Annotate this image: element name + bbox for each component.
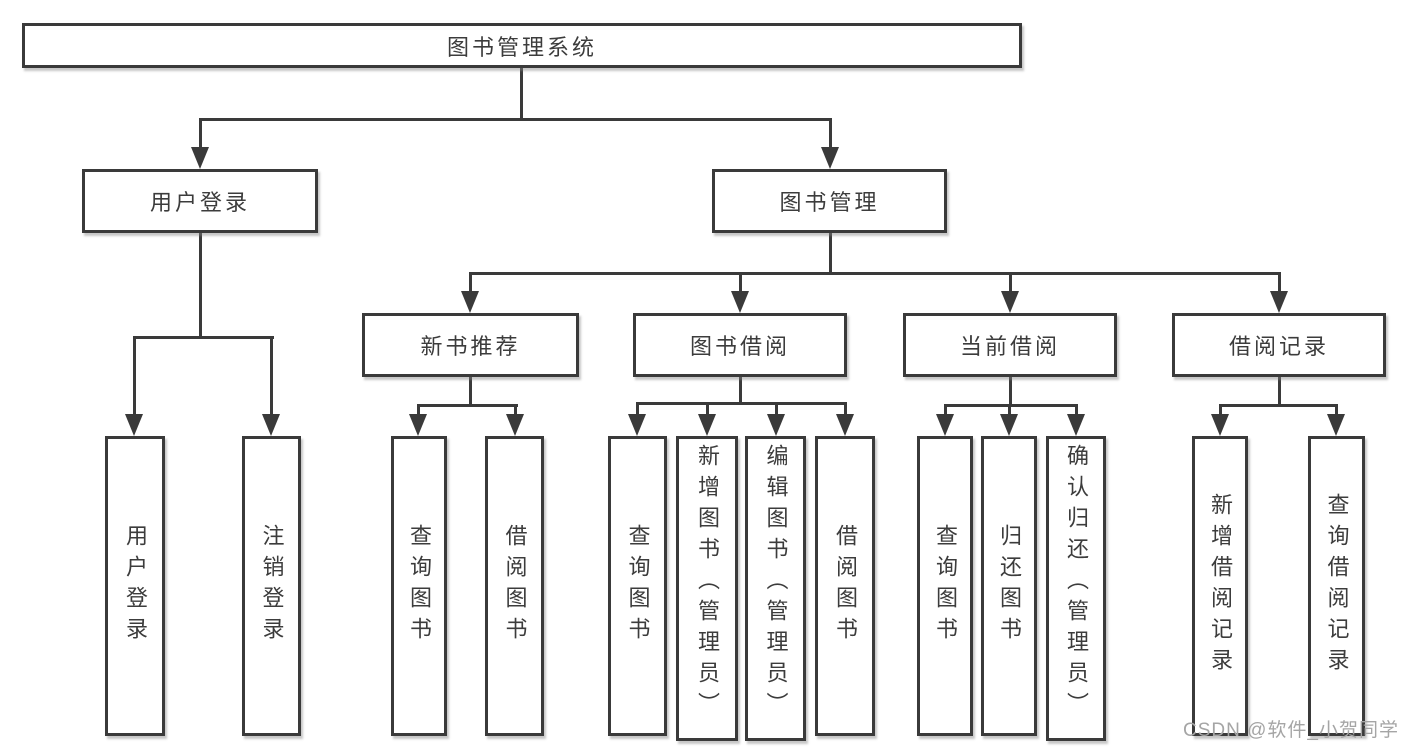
node-borrowing: 图书借阅 bbox=[633, 313, 847, 377]
connector-line bbox=[943, 403, 1078, 407]
arrow-down-icon bbox=[506, 414, 524, 436]
node-rec-add: 新增借阅记录 bbox=[1192, 436, 1248, 736]
csdn-watermark: CSDN @软件_小贺同学 bbox=[1183, 720, 1399, 741]
arrow-down-icon bbox=[262, 414, 280, 436]
node-bb-edit: 编辑图书（管理员） bbox=[745, 436, 806, 741]
node-user-login-label: 用户登录 bbox=[149, 190, 250, 215]
connector-line bbox=[635, 401, 639, 416]
node-new-books-label: 新书推荐 bbox=[420, 334, 521, 359]
arrow-down-icon bbox=[191, 147, 209, 169]
connector-line bbox=[513, 403, 517, 416]
node-nb-query-label: 查询图书 bbox=[407, 524, 432, 648]
arrow-down-icon bbox=[1270, 291, 1288, 313]
node-borrowing-label: 图书借阅 bbox=[689, 334, 790, 359]
connector-line bbox=[1277, 271, 1281, 294]
node-cur-query: 查询图书 bbox=[917, 436, 973, 736]
node-bb-add-label: 新增图书（管理员） bbox=[695, 444, 720, 723]
connector-line bbox=[468, 271, 472, 294]
node-logout: 注销登录 bbox=[242, 436, 301, 736]
node-cur-return-label: 归还图书 bbox=[997, 524, 1022, 648]
node-rec-query-label: 查询借阅记录 bbox=[1324, 493, 1350, 679]
connector-line bbox=[1074, 403, 1078, 416]
node-root-label: 图书管理系统 bbox=[446, 34, 597, 60]
arrow-down-icon bbox=[936, 414, 954, 436]
connector-line bbox=[519, 68, 523, 121]
arrow-down-icon bbox=[836, 414, 854, 436]
connector-line bbox=[828, 233, 832, 274]
node-current-borrow-label: 当前借阅 bbox=[959, 334, 1060, 359]
arrow-down-icon bbox=[628, 414, 646, 436]
node-bb-edit-label: 编辑图书（管理员） bbox=[763, 444, 789, 723]
connector-line bbox=[738, 271, 742, 294]
node-bb-query: 查询图书 bbox=[608, 436, 667, 736]
connector-line bbox=[1008, 271, 1012, 294]
connector-line bbox=[1277, 377, 1281, 406]
connector-line bbox=[269, 335, 273, 416]
arrow-down-icon bbox=[1067, 414, 1085, 436]
node-book-mgmt-label: 图书管理 bbox=[779, 190, 880, 215]
connector-line bbox=[738, 377, 742, 404]
connector-line bbox=[1218, 403, 1222, 416]
node-login: 用户登录 bbox=[105, 436, 165, 736]
connector-line bbox=[1007, 403, 1011, 416]
connector-line bbox=[828, 117, 832, 151]
arrow-down-icon bbox=[409, 414, 427, 436]
node-login-label: 用户登录 bbox=[123, 524, 148, 648]
node-borrow-records: 借阅记录 bbox=[1172, 313, 1386, 377]
node-logout-label: 注销登录 bbox=[259, 524, 285, 648]
connector-line bbox=[198, 117, 832, 121]
connector-line bbox=[774, 401, 778, 416]
arrow-down-icon bbox=[1211, 414, 1229, 436]
node-nb-borrow-label: 借阅图书 bbox=[502, 524, 528, 648]
node-rec-add-label: 新增借阅记录 bbox=[1208, 493, 1233, 679]
node-root: 图书管理系统 bbox=[22, 23, 1022, 68]
arrow-down-icon bbox=[698, 414, 716, 436]
connector-line bbox=[468, 271, 1281, 275]
node-current-borrow: 当前借阅 bbox=[903, 313, 1117, 377]
node-cur-query-label: 查询图书 bbox=[933, 524, 958, 648]
arrow-down-icon bbox=[1327, 414, 1345, 436]
connector-line bbox=[843, 401, 847, 416]
connector-line bbox=[468, 377, 472, 406]
arrow-down-icon bbox=[767, 414, 785, 436]
arrow-down-icon bbox=[731, 291, 749, 313]
connector-line bbox=[1218, 403, 1338, 407]
node-cur-return: 归还图书 bbox=[981, 436, 1037, 736]
node-nb-borrow: 借阅图书 bbox=[485, 436, 544, 736]
node-borrow-records-label: 借阅记录 bbox=[1228, 334, 1329, 359]
node-cur-confirm-label: 确认归还（管理员） bbox=[1064, 444, 1089, 723]
connector-line bbox=[132, 335, 136, 416]
node-bb-query-label: 查询图书 bbox=[625, 524, 651, 648]
arrow-down-icon bbox=[1000, 414, 1018, 436]
connector-line bbox=[198, 233, 202, 338]
connector-line bbox=[943, 403, 947, 416]
node-bb-add: 新增图书（管理员） bbox=[676, 436, 738, 741]
connector-line bbox=[198, 117, 202, 151]
connector-line bbox=[705, 401, 709, 416]
connector-line bbox=[416, 403, 420, 416]
arrow-down-icon bbox=[1001, 291, 1019, 313]
node-rec-query: 查询借阅记录 bbox=[1308, 436, 1365, 736]
node-user-login: 用户登录 bbox=[82, 169, 318, 233]
node-book-mgmt: 图书管理 bbox=[712, 169, 947, 233]
connector-line bbox=[1008, 377, 1012, 406]
arrow-down-icon bbox=[125, 414, 143, 436]
node-nb-query: 查询图书 bbox=[391, 436, 447, 736]
arrow-down-icon bbox=[461, 291, 479, 313]
connector-line bbox=[1334, 403, 1338, 416]
node-cur-confirm: 确认归还（管理员） bbox=[1046, 436, 1106, 741]
arrow-down-icon bbox=[821, 147, 839, 169]
connector-line bbox=[416, 403, 518, 407]
connector-line bbox=[132, 335, 274, 339]
node-bb-borrow: 借阅图书 bbox=[815, 436, 875, 736]
node-bb-borrow-label: 借阅图书 bbox=[833, 524, 858, 648]
connector-line bbox=[636, 401, 847, 405]
node-new-books: 新书推荐 bbox=[362, 313, 579, 377]
